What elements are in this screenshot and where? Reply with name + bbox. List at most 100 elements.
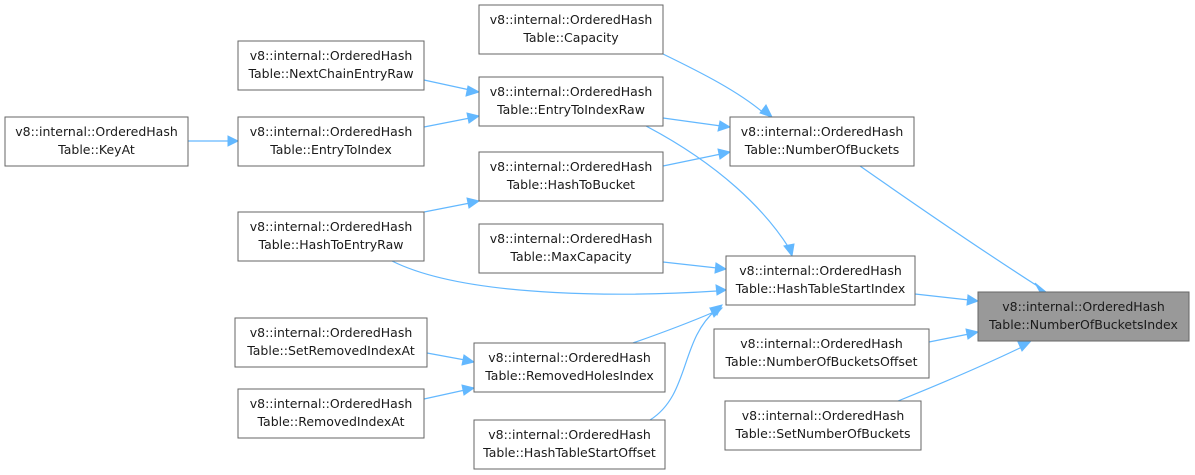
node-method-label: Table::HashTableStartOffset [482,445,656,460]
edge-line [662,117,722,127]
node-method-label: Table::NumberOfBuckets [744,142,899,157]
edge-line [662,153,722,167]
node-method-label: Table::Capacity [522,30,619,45]
edge-set-removed-index-at-to-removed-holes-index [426,352,476,366]
node-namespace-label: v8::internal::OrderedHash [488,427,651,442]
node-box [977,291,1190,342]
node-max-capacity[interactable]: v8::internal::OrderedHashTable::MaxCapac… [478,223,664,274]
node-method-label: Table::KeyAt [57,142,135,157]
edge-line [914,293,970,301]
node-hash-table-start-offset[interactable]: v8::internal::OrderedHashTable::HashTabl… [473,419,666,470]
node-namespace-label: v8::internal::OrderedHash [1002,299,1165,314]
edge-arrowhead [465,85,481,97]
edge-hash-table-start-index-to-number-of-buckets-index [914,293,980,306]
node-namespace-label: v8::internal::OrderedHash [490,84,653,99]
edge-line [859,165,1040,288]
edge-line [897,346,1023,402]
node-method-label: Table::HashToEntryRaw [258,237,404,252]
node-box [237,388,425,439]
edge-arrowhead [466,197,481,209]
edge-line [423,389,466,400]
node-method-label: Table::NumberOfBucketsOffset [724,354,917,369]
edge-arrowhead [717,120,732,132]
node-set-removed-index-at[interactable]: v8::internal::OrderedHashTable::SetRemov… [234,317,428,368]
node-removed-holes-index[interactable]: v8::internal::OrderedHashTable::RemovedH… [473,342,666,393]
edge-removed-index-at-to-removed-holes-index [423,384,476,400]
node-box [473,342,666,393]
node-box [234,317,428,368]
node-next-chain-entry-raw[interactable]: v8::internal::OrderedHashTable::NextChai… [237,40,425,91]
node-namespace-label: v8::internal::OrderedHash [490,159,653,174]
node-method-label: Table::SetRemovedIndexAt [246,343,415,358]
node-box [478,151,664,202]
node-namespace-label: v8::internal::OrderedHash [740,336,903,351]
node-method-label: Table::MaxCapacity [509,249,632,264]
edge-arrowhead [783,243,795,258]
edge-entry-to-index-raw-to-number-of-buckets [662,117,732,132]
node-removed-index-at[interactable]: v8::internal::OrderedHashTable::RemovedI… [237,388,425,439]
edge-arrowhead [227,135,240,147]
node-box [237,211,425,262]
node-namespace-label: v8::internal::OrderedHash [15,124,178,139]
node-box [713,328,930,379]
node-box [729,116,915,167]
edge-line [423,79,471,91]
node-method-label: Table::EntryToIndex [269,142,392,157]
edge-hash-table-start-offset-to-hash-table-start-index [649,304,723,421]
edge-arrowhead [1034,282,1048,293]
node-box [724,400,922,451]
edge-removed-holes-index-to-hash-table-start-index [632,307,724,344]
edge-line [423,117,471,128]
edge-line [426,352,466,361]
node-namespace-label: v8::internal::OrderedHash [250,124,413,139]
edge-line [423,202,471,213]
edge-key-at-to-entry-to-index [188,135,240,147]
edge-arrowhead [466,112,481,124]
node-box [478,223,664,274]
node-box [473,419,666,470]
node-namespace-label: v8::internal::OrderedHash [490,231,653,246]
edge-line [632,311,715,344]
edge-arrowhead [461,354,476,366]
node-hash-to-entry-raw[interactable]: v8::internal::OrderedHashTable::HashToEn… [237,211,425,262]
edge-line [662,53,767,116]
edge-arrowhead [1017,341,1032,352]
edge-hash-to-bucket-to-number-of-buckets [662,148,732,167]
node-box [478,4,664,55]
edge-line [645,125,790,249]
node-method-label: Table::RemovedIndexAt [256,414,404,429]
node-number-of-buckets-index[interactable]: v8::internal::OrderedHashTable::NumberOf… [977,291,1190,342]
node-method-label: Table::HashTableStartIndex [735,281,906,296]
node-namespace-label: v8::internal::OrderedHash [488,350,651,365]
node-namespace-label: v8::internal::OrderedHash [741,124,904,139]
edge-line [391,260,718,295]
node-box [4,116,189,167]
edge-max-capacity-to-hash-table-start-index [662,261,728,274]
node-entry-to-index[interactable]: v8::internal::OrderedHashTable::EntryToI… [237,116,425,167]
node-layer: v8::internal::OrderedHashTable::Capacity… [4,4,1190,470]
node-namespace-label: v8::internal::OrderedHash [250,396,413,411]
edge-entry-to-index-raw-to-hash-table-start-index [645,125,795,258]
node-hash-table-start-index[interactable]: v8::internal::OrderedHashTable::HashTabl… [725,255,916,306]
edge-line [649,309,717,421]
edge-set-number-of-buckets-to-number-of-buckets-index [897,341,1032,402]
node-set-number-of-buckets[interactable]: v8::internal::OrderedHashTable::SetNumbe… [724,400,922,451]
edge-number-of-buckets-offset-to-number-of-buckets-index [928,328,980,343]
node-namespace-label: v8::internal::OrderedHash [250,325,413,340]
edge-arrowhead [965,328,980,340]
edge-hash-to-entry-raw-to-hash-to-bucket [423,197,481,213]
node-hash-to-bucket[interactable]: v8::internal::OrderedHashTable::HashToBu… [478,151,664,202]
node-box [237,40,425,91]
node-entry-to-index-raw[interactable]: v8::internal::OrderedHashTable::EntryToI… [478,76,664,127]
edge-arrowhead [759,104,773,118]
edge-line [662,261,718,269]
node-number-of-buckets-offset[interactable]: v8::internal::OrderedHashTable::NumberOf… [713,328,930,379]
node-namespace-label: v8::internal::OrderedHash [250,219,413,234]
node-method-label: Table::SetNumberOfBuckets [735,426,911,441]
node-number-of-buckets[interactable]: v8::internal::OrderedHashTable::NumberOf… [729,116,915,167]
edge-arrowhead [966,294,980,306]
edge-arrowhead [714,262,728,274]
